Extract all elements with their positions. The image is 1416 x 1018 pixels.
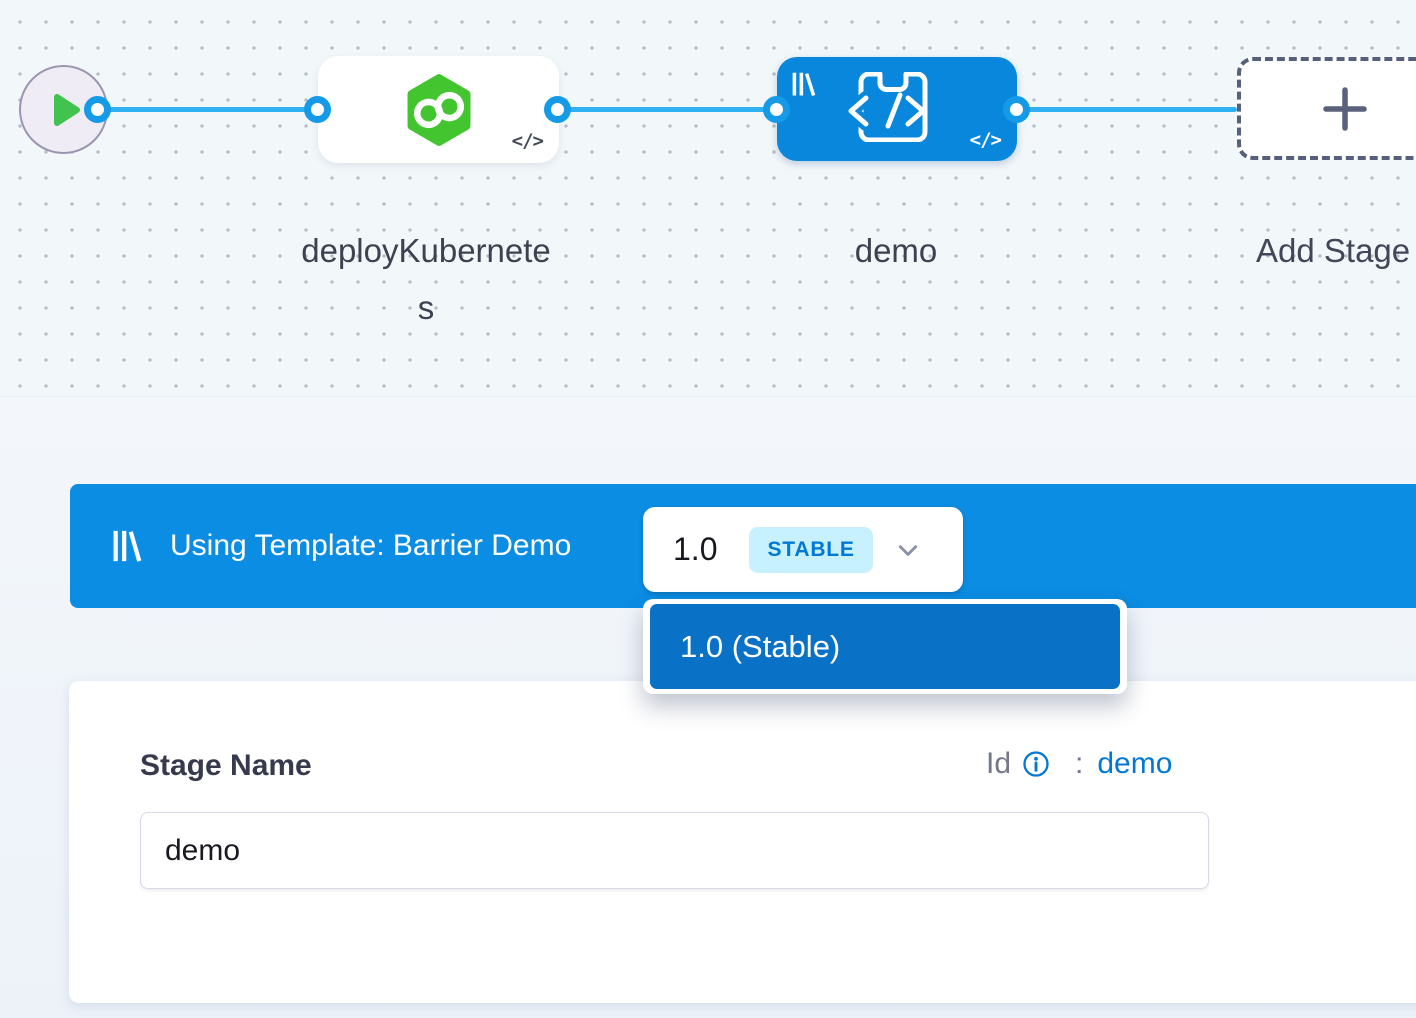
stable-badge: STABLE <box>749 526 873 573</box>
add-stage-label: Add Stage <box>1256 232 1411 269</box>
edge-stage1-to-stage2 <box>558 107 777 112</box>
stage-name-label: Stage Name <box>140 749 312 782</box>
port-stage1-out[interactable] <box>544 96 571 123</box>
code-icon[interactable]: </> <box>511 130 544 152</box>
using-template-text: Using Template: Barrier Demo <box>170 529 572 562</box>
port-stage2-in[interactable] <box>763 96 790 123</box>
code-icon[interactable]: </> <box>969 129 1002 151</box>
id-label: Id <box>986 747 1012 780</box>
port-stage1-in[interactable] <box>304 96 331 123</box>
version-dropdown-item-stable[interactable]: 1.0 (Stable) <box>650 604 1120 689</box>
play-icon <box>53 93 80 126</box>
chevron-down-icon[interactable] <box>897 543 919 557</box>
plus-icon <box>1323 86 1367 131</box>
version-dropdown-menu: 1.0 (Stable) <box>643 599 1127 694</box>
stage-id-row: Id : demo <box>986 747 1172 781</box>
template-version-value: 1.0 <box>673 531 718 567</box>
harness-deployment-icon <box>407 73 470 146</box>
port-stage2-out[interactable] <box>1003 96 1030 123</box>
pipeline-canvas[interactable]: </> </> deployKubernetes demo Add Stage <box>0 0 1416 397</box>
id-separator: : <box>1075 747 1084 780</box>
edge-start-to-stage1 <box>98 107 318 112</box>
edge-stage2-to-addstage <box>1017 107 1237 112</box>
stage-label-deploykubernetes: deployKubernetes <box>301 232 551 326</box>
stage-overview-panel: Stage Name Id : demo <box>69 681 1416 1003</box>
stage-node-demo[interactable]: </> <box>777 57 1017 161</box>
info-icon[interactable] <box>1021 749 1051 779</box>
stage-node-deploykubernetes[interactable]: </> <box>318 56 559 163</box>
custom-stage-icon <box>846 72 928 142</box>
stage-name-input[interactable] <box>140 812 1209 889</box>
template-library-icon <box>792 72 816 97</box>
port-start-out[interactable] <box>84 96 111 123</box>
template-version-selector[interactable]: 1.0 STABLE <box>643 507 963 592</box>
stage-label-demo: demo <box>854 232 938 269</box>
template-library-icon <box>113 530 142 562</box>
stage-id-value: demo <box>1097 747 1173 780</box>
add-stage-button[interactable] <box>1237 57 1416 160</box>
